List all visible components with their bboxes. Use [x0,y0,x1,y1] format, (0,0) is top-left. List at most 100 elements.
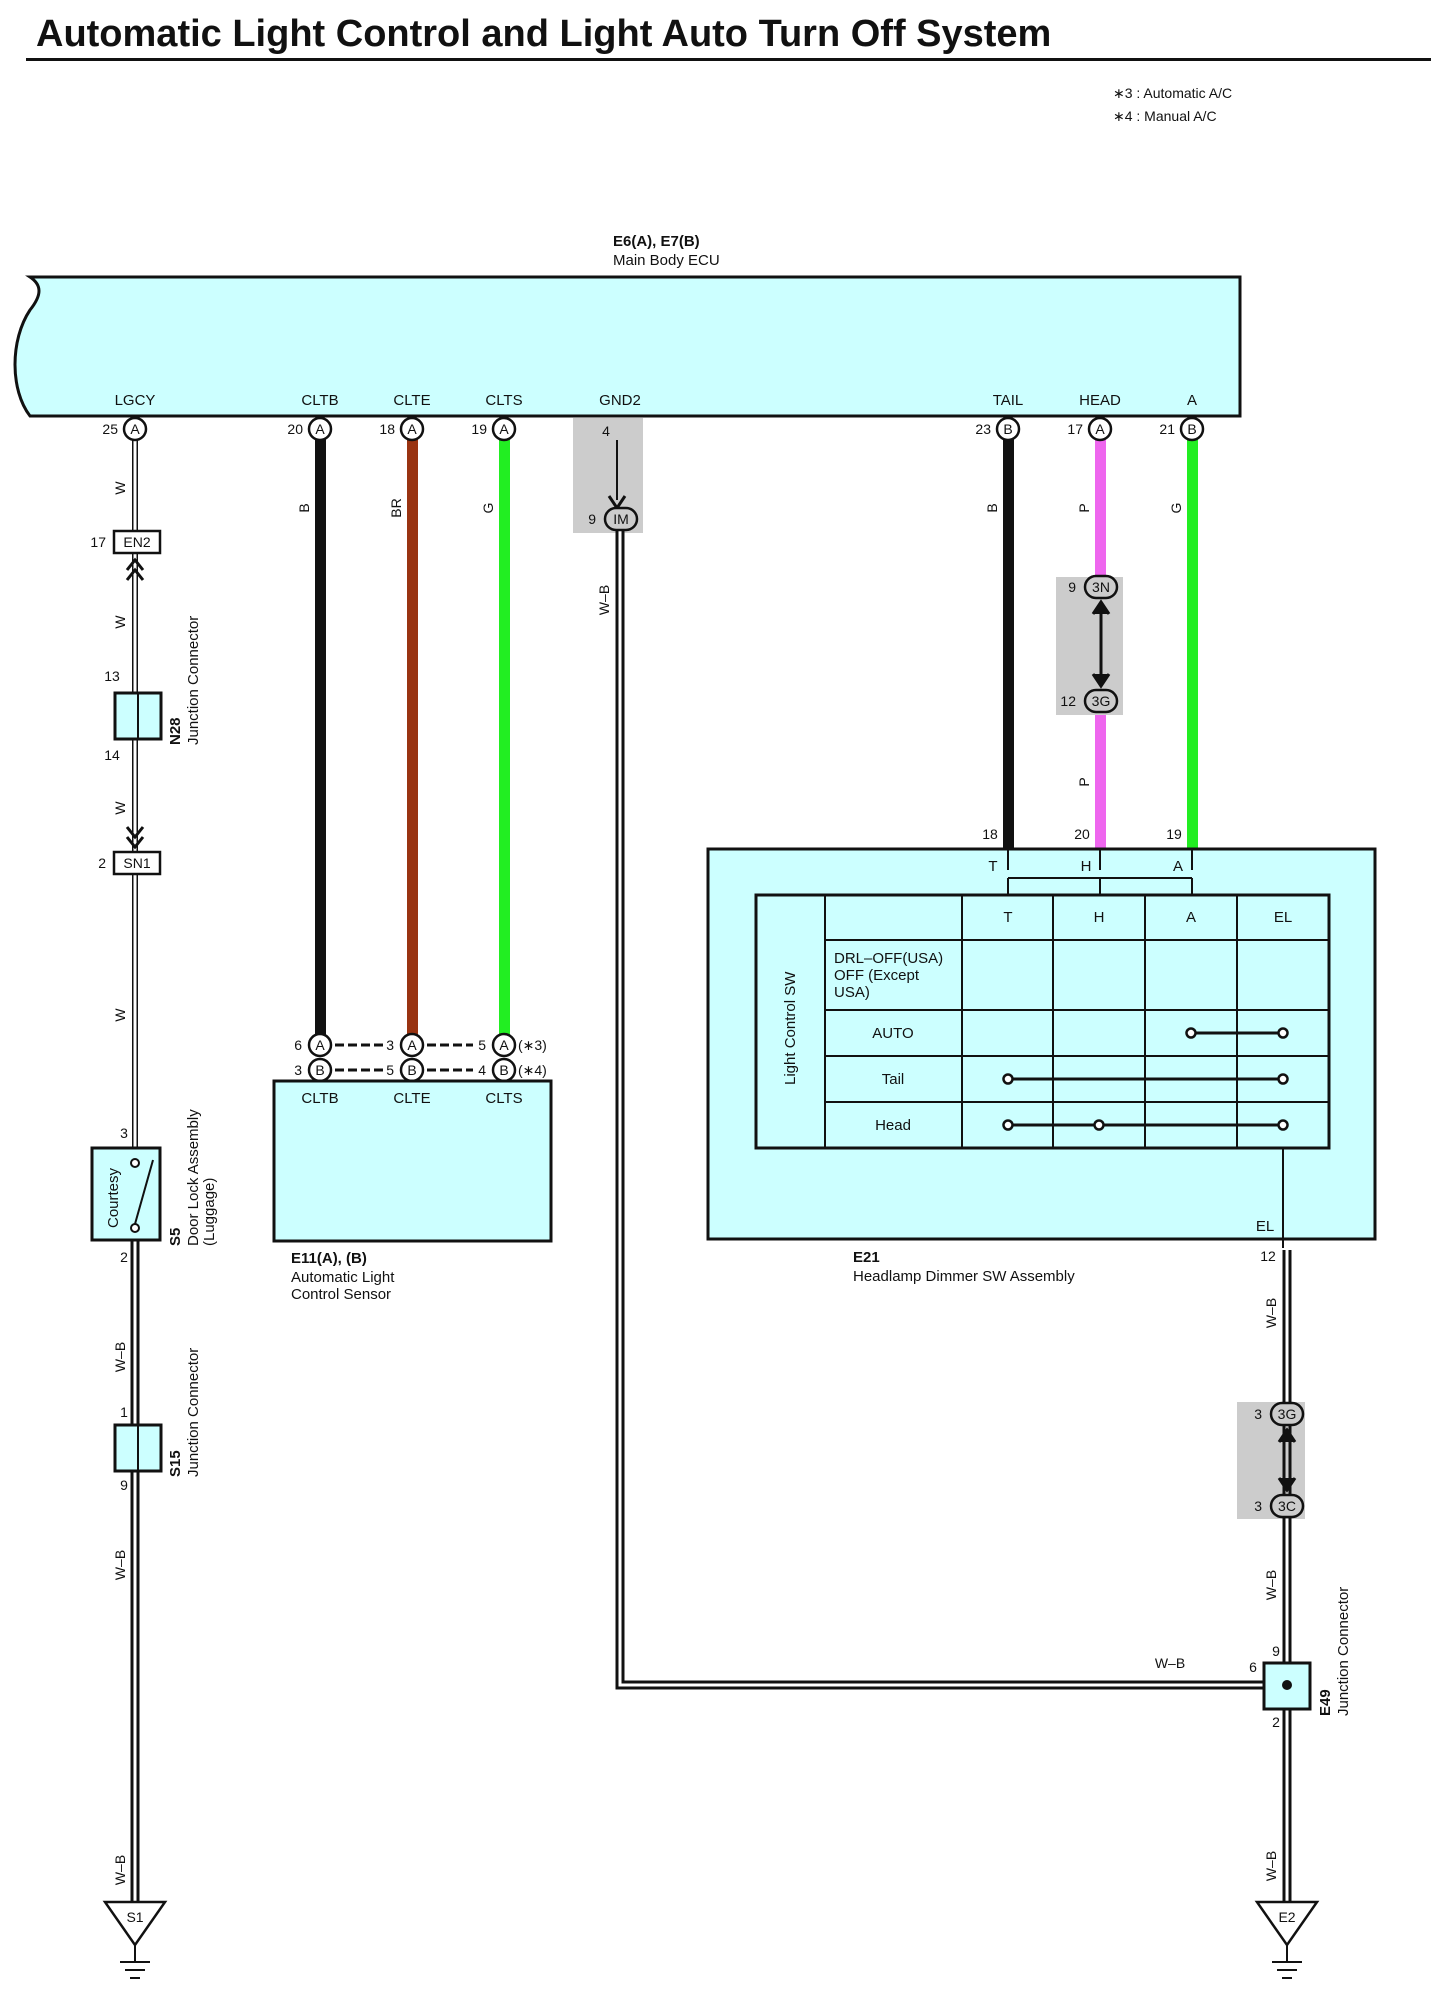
wire-a-g [1187,437,1198,849]
svg-text:B: B [407,1062,416,1078]
svg-text:S15: S15 [167,1450,184,1477]
el-splice-arrows-icon [1277,1427,1297,1493]
wire-label-head2: P [1076,777,1092,786]
sn1-arrow-icon [125,826,145,850]
svg-text:23: 23 [975,421,991,437]
svg-text:H: H [1094,909,1105,926]
switch-contact-dot [1277,1073,1289,1085]
svg-text:3: 3 [120,1125,128,1141]
svg-text:12: 12 [1060,693,1076,709]
wire-label-gnd2: W–B [596,585,612,615]
n28-junction-connector: 13 14 N28 Junction Connector [104,616,202,763]
sensor-id: E11(A), (B) [291,1250,367,1267]
switch-matrix [1002,1027,1289,1131]
wire-label-el1: W–B [1263,1298,1279,1328]
svg-text:H: H [1081,858,1092,875]
svg-text:19: 19 [1166,826,1182,842]
wire-label-cltb: B [296,503,312,512]
svg-text:3N: 3N [1092,579,1110,595]
svg-text:T: T [988,858,997,875]
title-rule [26,58,1431,61]
svg-text:A: A [1173,858,1183,875]
gnd2-pin-number: 4 [602,423,610,439]
svg-text:USA): USA) [834,984,870,1001]
ecu-term-head: HEAD [1079,392,1121,409]
sensor-name-line1: Automatic Light [291,1269,395,1286]
svg-text:2: 2 [120,1249,128,1265]
wire-label-tail: B [984,503,1000,512]
ecu-term-gnd2: GND2 [599,392,641,409]
diagram-title: Automatic Light Control and Light Auto T… [36,13,1051,55]
connector-3c: 3C 3 [1254,1493,1305,1519]
svg-text:CLTB: CLTB [301,1090,338,1107]
wire-tail-b [1003,437,1014,849]
wire-label-el2: W–B [1263,1570,1279,1600]
svg-text:(Luggage): (Luggage) [201,1178,218,1246]
light-control-sw-table: Light Control SW T H A EL DRL–OFF(USA) O… [754,893,1331,1150]
wire-label-gnd2-horizontal: W–B [1155,1655,1185,1671]
im-connector: IM 9 [588,506,639,532]
svg-text:3G: 3G [1278,1406,1297,1422]
svg-text:2: 2 [1272,1714,1280,1730]
wire-label-head1: P [1076,503,1092,512]
wire-label-lgcy-w4: W [112,1008,128,1022]
svg-text:T: T [1003,909,1012,926]
svg-text:Junction Connector: Junction Connector [185,1348,202,1477]
svg-text:19: 19 [471,421,487,437]
wire-clts-g [499,437,510,1037]
svg-text:Junction Connector: Junction Connector [185,616,202,745]
svg-text:12: 12 [1260,1248,1276,1264]
svg-text:A: A [130,421,140,437]
ecu-pin-clts: A 19 [471,416,517,442]
svg-text:3: 3 [386,1037,394,1053]
svg-text:IM: IM [613,511,629,527]
wire-label-left-wb3: W–B [112,1855,128,1885]
wire-head-p-upper [1095,437,1106,585]
svg-text:5: 5 [386,1062,394,1078]
svg-text:25: 25 [102,421,118,437]
svg-text:A: A [315,421,325,437]
svg-text:5: 5 [478,1037,486,1053]
ecu-term-lgcy: LGCY [115,392,156,409]
ecu-name: Main Body ECU [613,252,720,269]
connector-3n: 3N 9 [1068,574,1119,600]
svg-text:N28: N28 [167,717,184,745]
s5-door-lock-assembly: Courtesy 3 2 S5 Door Lock Assembly (Lugg… [90,1109,218,1265]
note-automatic-ac: ∗3 : Automatic A/C [1113,85,1232,101]
svg-text:17: 17 [1067,421,1083,437]
ecu-term-a: A [1187,392,1197,409]
switch-contact-dot [1277,1027,1289,1039]
svg-text:3C: 3C [1278,1498,1296,1514]
svg-text:9: 9 [1068,579,1076,595]
wire-label-left-wb2: W–B [112,1550,128,1580]
svg-text:B: B [499,1062,508,1078]
svg-text:20: 20 [287,421,303,437]
svg-text:E49: E49 [1317,1689,1334,1716]
ecu-pin-head: A 17 [1067,416,1113,442]
svg-text:(∗3): (∗3) [518,1037,547,1053]
head-splice-arrows-icon [1091,599,1111,689]
svg-text:3: 3 [1254,1498,1262,1514]
svg-text:Light Control SW: Light Control SW [782,971,799,1085]
switch-contact-dot [1185,1027,1197,1039]
en2-connector: EN2 17 [90,529,162,555]
wire-label-clte: BR [388,498,404,517]
svg-text:A: A [499,421,509,437]
dimmer-id: E21 [853,1249,880,1266]
ecu-term-cltb: CLTB [301,392,338,409]
sn1-connector: SN1 2 [98,850,162,876]
svg-text:Courtesy: Courtesy [105,1167,122,1228]
svg-text:CLTE: CLTE [393,1090,430,1107]
svg-text:A: A [1095,421,1105,437]
ground-e2-icon: E2 [1254,1900,1320,1979]
svg-text:13: 13 [104,668,120,684]
automatic-light-control-sensor: CLTB CLTE CLTS [272,1079,553,1243]
svg-text:CLTS: CLTS [485,1090,522,1107]
sensor-connector-row-a: A A A 6 3 5 (∗3) [294,1032,547,1058]
switch-contact-dot [1093,1119,1105,1131]
svg-text:DRL–OFF(USA): DRL–OFF(USA) [834,950,943,967]
svg-text:9: 9 [1272,1643,1280,1659]
svg-text:B: B [1003,421,1012,437]
connector-3g-lower: 3G 3 [1254,1401,1305,1427]
